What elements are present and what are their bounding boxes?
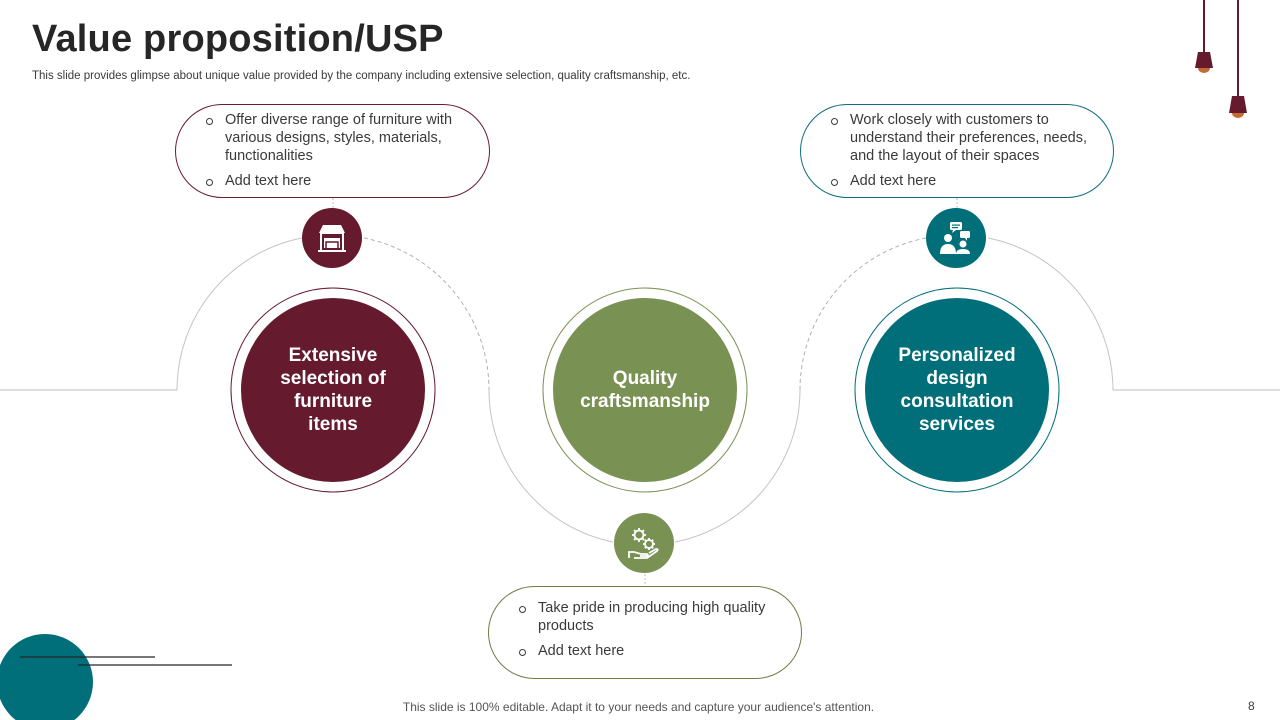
pillar-text-box-quality-craftsmanship: Take pride in producing high quality pro… bbox=[488, 586, 802, 679]
bullet-item: Work closely with customers to understan… bbox=[829, 112, 1087, 165]
bullet-item: Offer diverse range of furniture with va… bbox=[204, 112, 463, 165]
page-number: 8 bbox=[1248, 699, 1255, 713]
bullet-item: Take pride in producing high quality pro… bbox=[517, 600, 775, 636]
pillar-circle-extensive-selection: Extensive selection of furniture items bbox=[241, 298, 425, 482]
bullet-item: Add text here bbox=[829, 173, 1087, 191]
pillar-circle-personalized-design: Personalized design consultation service… bbox=[865, 298, 1049, 482]
pillar-text-box-personalized-design: Work closely with customers to understan… bbox=[800, 104, 1114, 198]
bullet-list: Work closely with customers to understan… bbox=[829, 112, 1087, 191]
pillar-circle-quality-craftsmanship: Quality craftsmanship bbox=[553, 298, 737, 482]
bullet-item: Add text here bbox=[517, 643, 775, 661]
page-subtitle: This slide provides glimpse about unique… bbox=[32, 70, 691, 82]
page-title: Value proposition/USP bbox=[32, 18, 444, 60]
bullet-list: Offer diverse range of furniture with va… bbox=[204, 112, 463, 191]
pillar-label: Extensive selection of furniture items bbox=[280, 345, 386, 435]
pillar-label: Personalized design consultation service… bbox=[898, 345, 1016, 435]
consultation-people-icon bbox=[926, 208, 986, 268]
pillar-label: Quality craftsmanship bbox=[580, 368, 710, 412]
furniture-store-icon bbox=[302, 208, 362, 268]
bullet-item: Add text here bbox=[204, 173, 463, 191]
footer-note: This slide is 100% editable. Adapt it to… bbox=[402, 700, 875, 714]
pillar-text-box-extensive-selection: Offer diverse range of furniture with va… bbox=[175, 104, 490, 198]
gears-hand-icon bbox=[614, 513, 674, 573]
bullet-list: Take pride in producing high quality pro… bbox=[517, 600, 775, 660]
